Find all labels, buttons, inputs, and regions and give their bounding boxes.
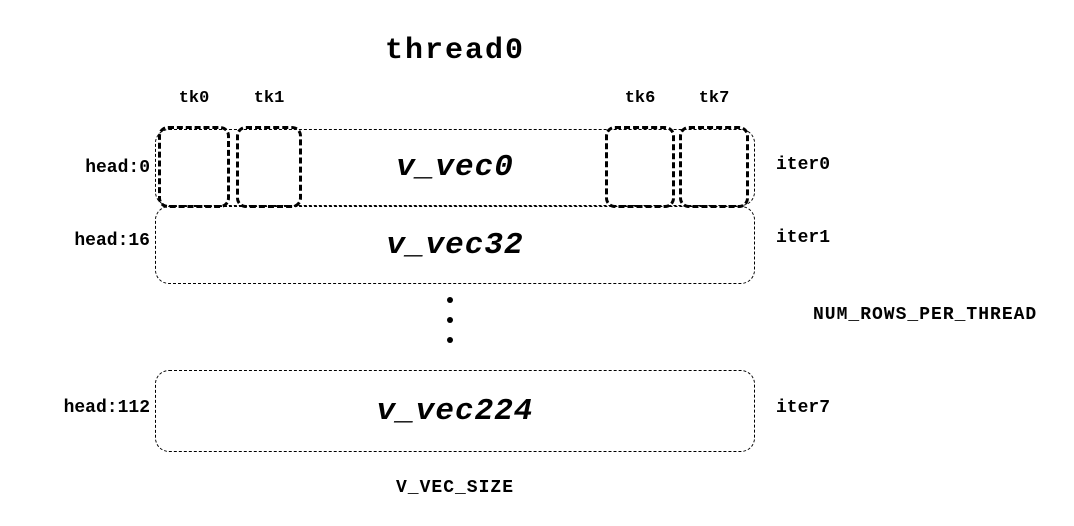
iter1-label: iter1 [776,228,831,248]
head112-label: head:112 [63,398,150,418]
tk1-label: tk1 [253,89,285,108]
tk6-label: tk6 [624,89,656,108]
iter0-label: iter0 [776,155,831,175]
vvec-row-iter1: v_vec32 [155,206,755,284]
vertical-ellipsis [447,297,453,343]
ellipsis-dot [447,337,453,343]
ellipsis-dot [447,317,453,323]
head0-label: head:0 [85,158,150,178]
tk7-box [679,126,749,208]
tk1-box [236,126,302,208]
vvec-row-iter0: v_vec0 [155,129,755,206]
vvec-row-iter7: v_vec224 [155,370,755,452]
ellipsis-dot [447,297,453,303]
tk0-box [158,126,230,208]
vvec224-label: v_vec224 [376,393,534,429]
tk0-label: tk0 [178,89,210,108]
head16-label: head:16 [74,231,150,251]
iter7-label: iter7 [776,398,831,418]
diagram-title: thread0 [384,34,526,68]
v-vec-size-label: V_VEC_SIZE [395,478,515,498]
num-rows-per-thread-label: NUM_ROWS_PER_THREAD [813,305,1038,325]
tk7-label: tk7 [698,89,730,108]
vvec32-label: v_vec32 [386,227,524,263]
vvec0-label: v_vec0 [396,150,514,185]
tk6-box [605,126,675,208]
